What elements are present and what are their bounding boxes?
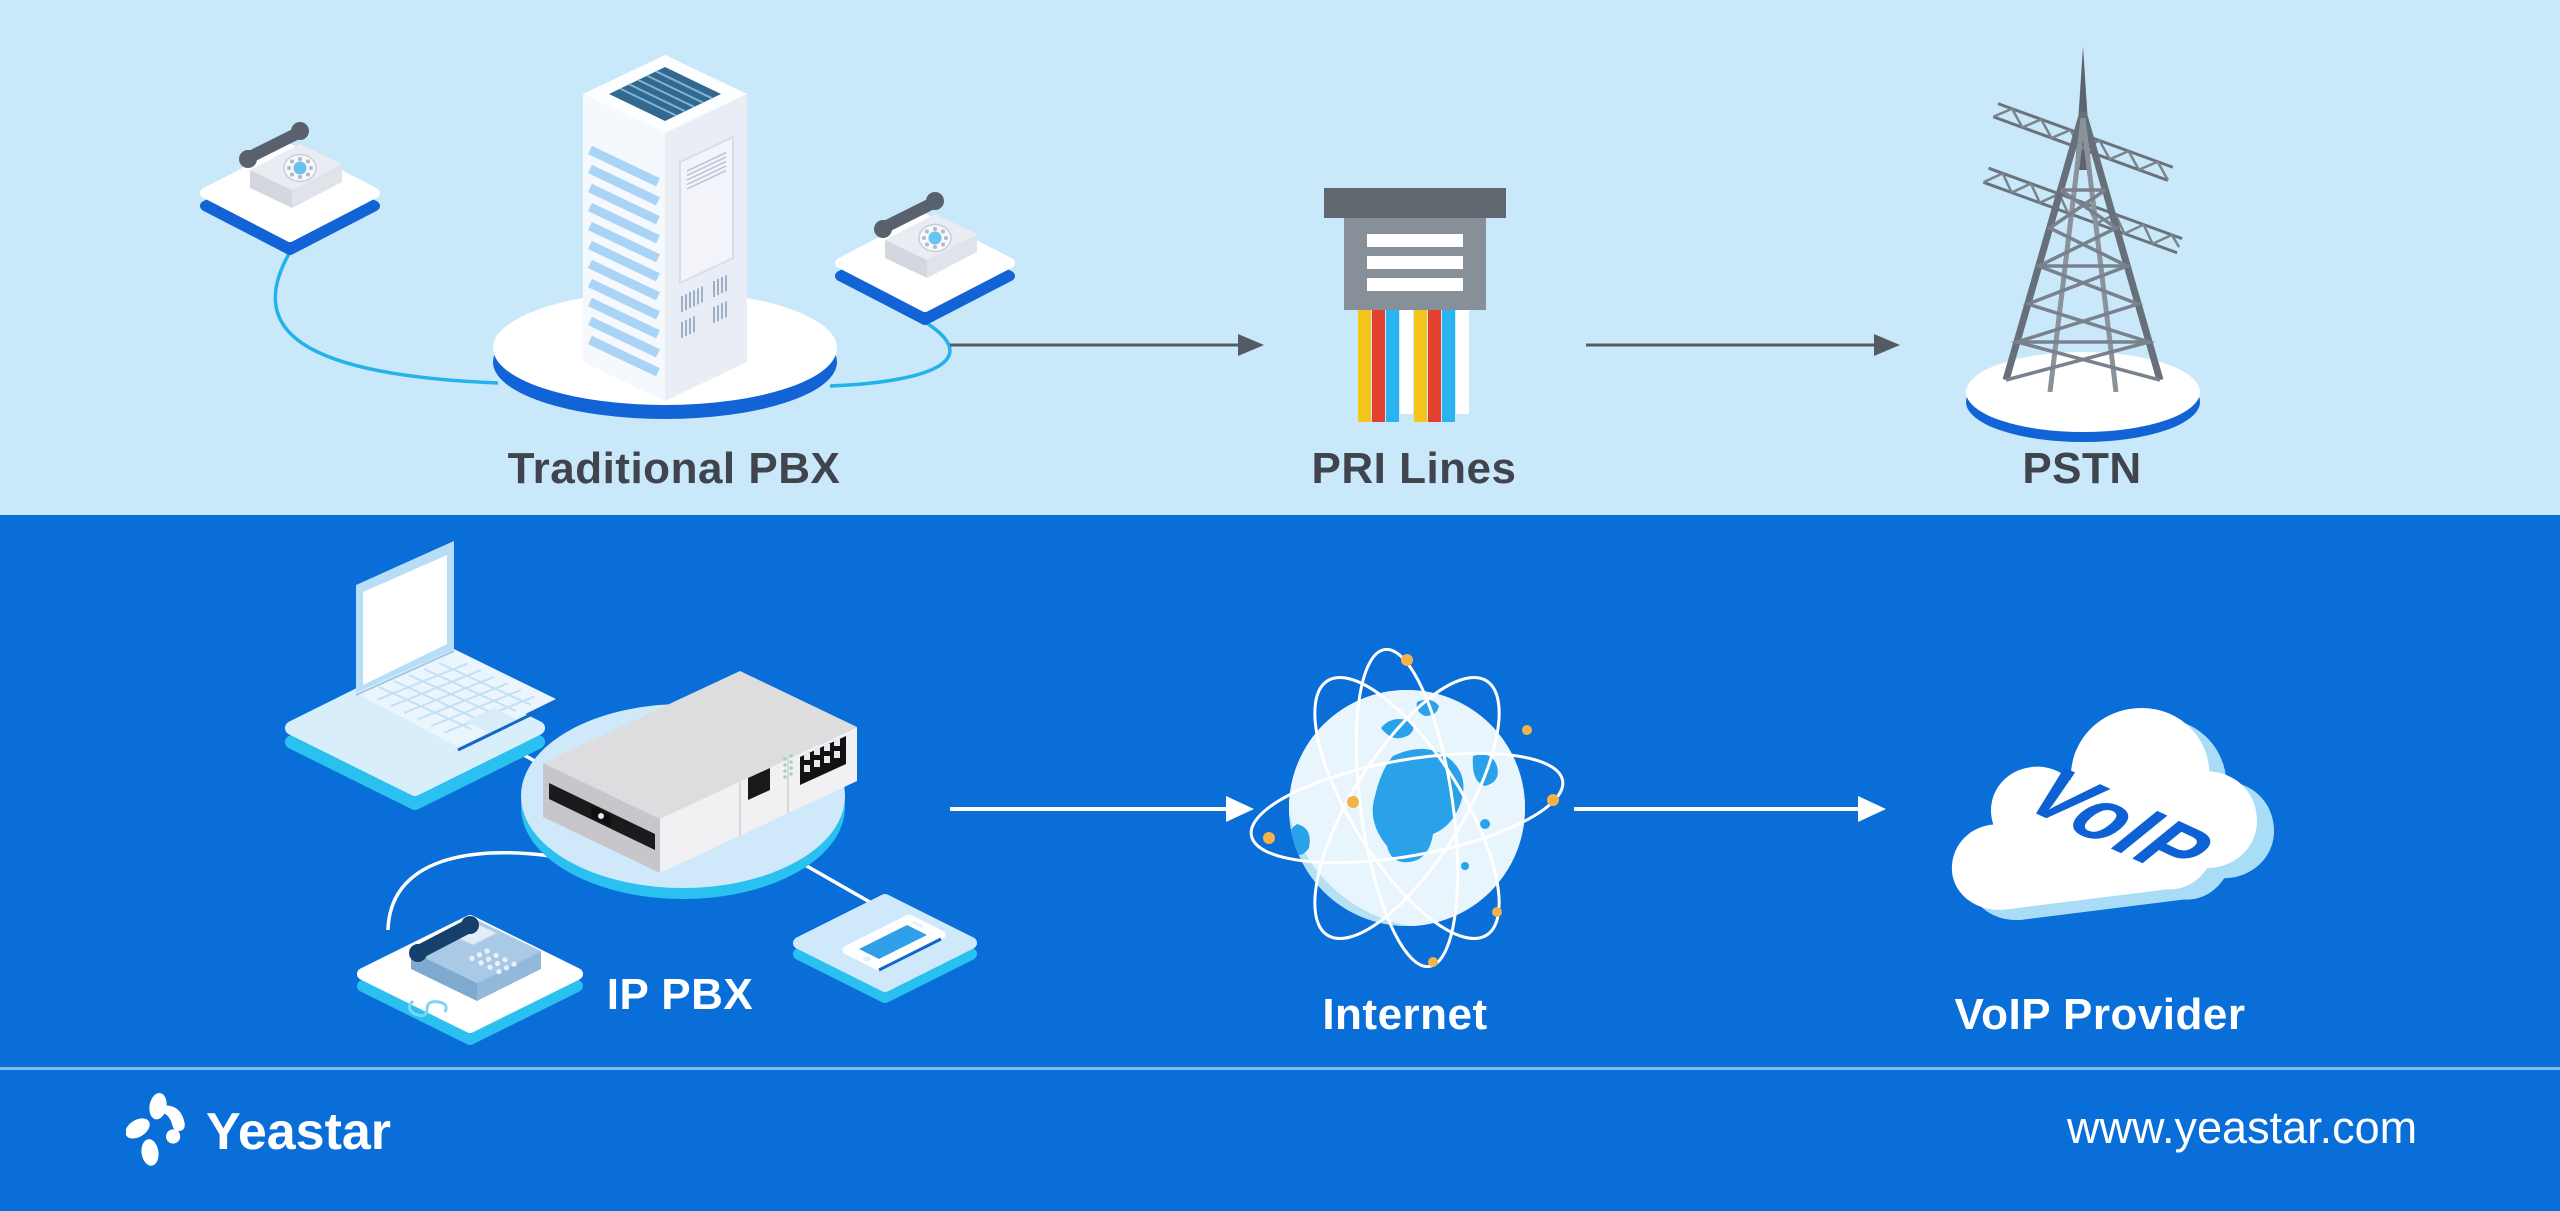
- laptop-icon: [285, 541, 558, 810]
- ip-phone-icon: [357, 915, 583, 1045]
- yeastar-logo: Yeastar: [126, 1092, 391, 1172]
- arrow-pbx-to-internet: [950, 796, 1254, 822]
- pstn-label: PSTN: [2022, 444, 2142, 493]
- footer-divider: [0, 1067, 2560, 1070]
- ip-pbx-label: IP PBX: [606, 970, 754, 1019]
- smartphone-icon: [793, 894, 977, 1003]
- pri-cable-icon: [1324, 188, 1506, 422]
- arrow-internet-to-voip: [1574, 796, 1886, 822]
- extension-wire-right: [829, 320, 952, 388]
- yeastar-logo-icon: [126, 1093, 185, 1166]
- brand-name: Yeastar: [206, 1103, 392, 1161]
- internet-globe-icon: [1249, 647, 1565, 969]
- website-url: www.yeastar.com: [2067, 1102, 2418, 1153]
- traditional-pbx-label: Traditional PBX: [507, 444, 841, 493]
- voip-provider-label: VoIP Provider: [1954, 990, 2246, 1039]
- arrow-pbx-to-pri: [950, 334, 1264, 356]
- internet-label: Internet: [1322, 990, 1488, 1039]
- extension-wire-left: [273, 251, 499, 385]
- pri-lines-label: PRI Lines: [1311, 444, 1517, 493]
- pbx-cabinet-icon: [583, 55, 747, 401]
- voip-cloud-icon: VoIP: [1951, 708, 2274, 921]
- ippbx-appliance-icon: [521, 671, 857, 899]
- pstn-tower-icon: [1966, 46, 2200, 442]
- traditional-pbx-icon: [140, 55, 1100, 419]
- arrow-pri-to-pstn: [1586, 334, 1900, 356]
